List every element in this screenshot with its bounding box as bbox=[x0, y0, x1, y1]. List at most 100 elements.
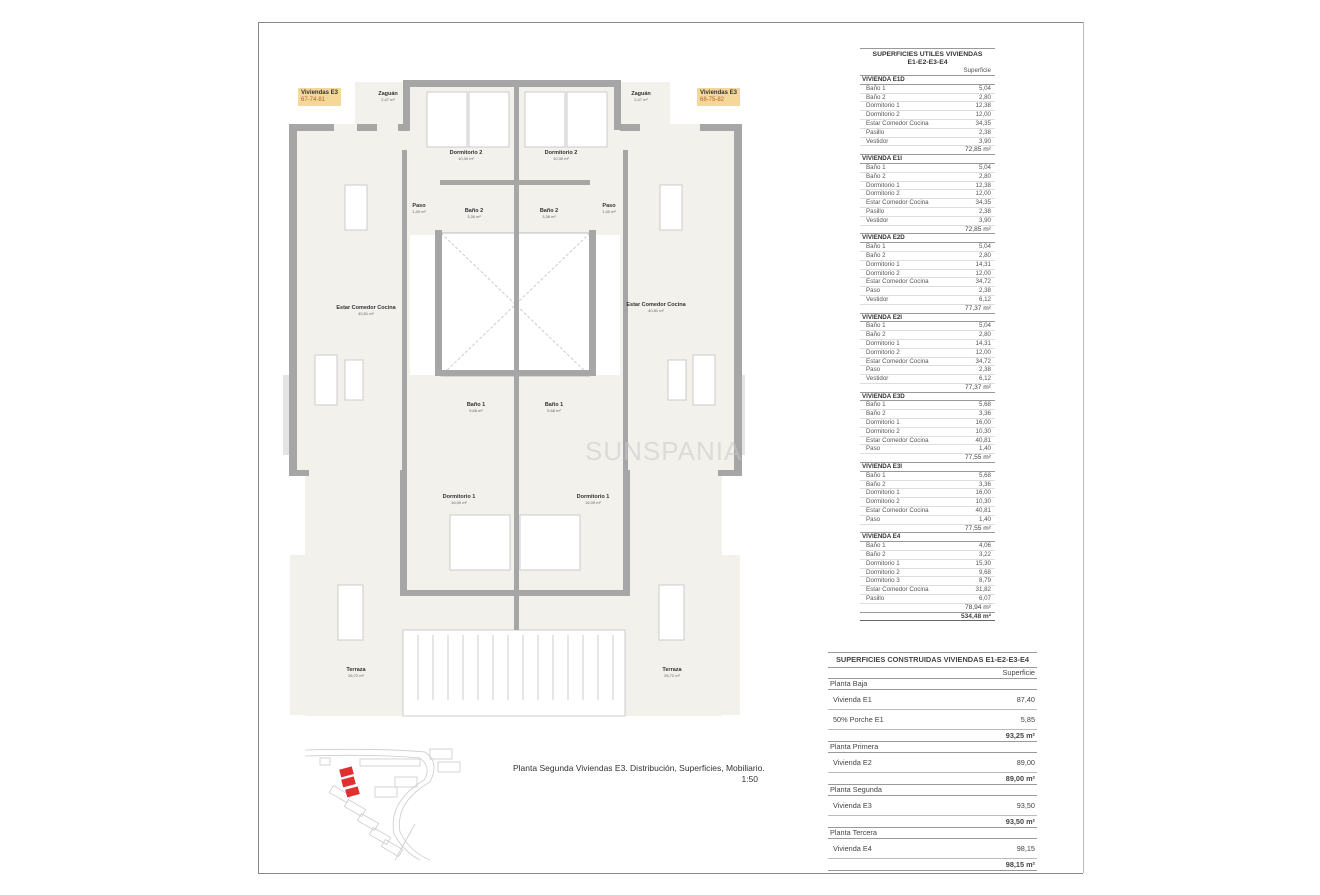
useful-areas-table: SUPERFICIES UTILES VIVIENDAS E1-E2-E3-E4… bbox=[860, 48, 995, 622]
zaguan-right-floor bbox=[620, 82, 670, 124]
room-name: Dormitorio 1 bbox=[866, 419, 900, 427]
room-name: Baño 2 bbox=[539, 208, 559, 214]
room-name: Paso bbox=[602, 203, 616, 209]
group-header: VIVIENDA E3D bbox=[860, 393, 995, 402]
walls bbox=[289, 80, 742, 630]
room-name: Baño 2 bbox=[866, 172, 886, 180]
room-area: 15,30 bbox=[975, 559, 991, 567]
room-area: 1,40 bbox=[978, 515, 991, 523]
room-name: Dormitorio 1 bbox=[866, 339, 900, 347]
room-area: 3,90 bbox=[978, 216, 991, 224]
room-name: Dormitorio 2 bbox=[449, 150, 483, 156]
room-area: 16,00 m² bbox=[451, 500, 467, 505]
frame-border bbox=[1083, 22, 1084, 873]
column-header: Superficie bbox=[860, 67, 995, 76]
room-name: Baño 1 bbox=[866, 322, 886, 330]
room-name: Dormitorio 2 bbox=[866, 427, 900, 435]
room-area: 5,68 m² bbox=[469, 408, 483, 413]
group-header: VIVIENDA E1I bbox=[860, 155, 995, 164]
built-areas-table: SUPERFICIES CONSTRUIDAS VIVIENDAS E1-E2-… bbox=[828, 652, 1037, 871]
room-name: Dormitorio 1 bbox=[866, 559, 900, 567]
table-row: Dormitorio 1 14,31 bbox=[860, 340, 995, 349]
room-name: Vestidor bbox=[866, 375, 889, 383]
floor-total: 89,00 m² bbox=[828, 773, 1037, 785]
frame-border bbox=[258, 873, 1083, 874]
group-total: 77,55 m² bbox=[860, 454, 995, 464]
floor-total: 93,50 m² bbox=[828, 816, 1037, 828]
grand-total: 534,48 m² bbox=[860, 613, 995, 622]
floor-total: 98,15 m² bbox=[828, 859, 1037, 871]
group-total: 78,94 m² bbox=[860, 604, 995, 613]
unit-tag-right: Viviendas E3 68-75-82 bbox=[697, 88, 740, 106]
zaguan-left-floor bbox=[355, 82, 403, 124]
room-area: 40,81 m² bbox=[358, 311, 374, 316]
unit-tag-title: Viviendas E3 bbox=[301, 90, 338, 96]
room-area: 2,80 bbox=[978, 172, 991, 180]
room-area: 6,07 bbox=[978, 595, 991, 603]
unit-area: 89,00 bbox=[1016, 758, 1035, 767]
room-name: Dormitorio 2 bbox=[866, 348, 900, 356]
plan-scale: 1:50 bbox=[741, 774, 758, 784]
room-area: 2,80 bbox=[978, 251, 991, 259]
group-header: VIVIENDA E4 bbox=[860, 533, 995, 543]
room-name: Zaguán bbox=[631, 91, 651, 97]
room-area: 2,38 bbox=[978, 287, 991, 295]
table-title-line: SUPERFICIES UTILES VIVIENDAS bbox=[872, 51, 983, 58]
room-name: Baño 2 bbox=[866, 251, 886, 259]
room-area: 14,31 bbox=[975, 260, 991, 268]
room-area: 40,81 bbox=[975, 436, 991, 444]
room-name: Estar Comedor Cocina bbox=[336, 305, 396, 311]
room-name: Baño 1 bbox=[544, 402, 564, 408]
room-area: 5,04 bbox=[978, 243, 991, 251]
room-area: 9,68 bbox=[978, 568, 991, 576]
floor-header: Planta Tercera bbox=[828, 828, 1037, 839]
table-row: Estar Comedor Cocina 40,81 bbox=[860, 437, 995, 446]
group-total: 72,85 m² bbox=[860, 226, 995, 235]
unit-tag-title: Viviendas E3 bbox=[700, 90, 737, 96]
room-name: Estar Comedor Cocina bbox=[866, 436, 929, 444]
room-area: 5,04 bbox=[978, 84, 991, 92]
unit-area: 87,40 bbox=[1016, 695, 1035, 704]
room-area: 2,38 bbox=[978, 207, 991, 215]
unit-name: Vivienda E3 bbox=[833, 801, 872, 810]
room-area: 2,80 bbox=[978, 93, 991, 101]
room-area: 2,47 m² bbox=[634, 97, 648, 102]
unit-name: 50% Porche E1 bbox=[833, 715, 884, 724]
room-name: Paso bbox=[866, 287, 881, 295]
room-area: 10,30 bbox=[975, 498, 991, 506]
room-area: 34,72 bbox=[975, 357, 991, 365]
table-row: Baño 2 2,80 bbox=[860, 173, 995, 182]
room-area: 4,06 bbox=[978, 542, 991, 550]
room-name: Baño 2 bbox=[866, 331, 886, 339]
table-title: SUPERFICIES UTILES VIVIENDAS E1-E2-E3-E4 bbox=[860, 48, 995, 67]
unit-tag-numbers: 68-75-82 bbox=[700, 97, 725, 103]
room-area: 3,36 bbox=[978, 480, 991, 488]
unit-name: Vivienda E1 bbox=[833, 695, 872, 704]
room-area: 14,31 bbox=[975, 339, 991, 347]
room-area: 6,12 bbox=[978, 375, 991, 383]
room-name: Dormitorio 1 bbox=[866, 489, 900, 497]
table-title-line: E1-E2-E3-E4 bbox=[907, 59, 948, 66]
drawing-frame bbox=[258, 22, 1083, 873]
